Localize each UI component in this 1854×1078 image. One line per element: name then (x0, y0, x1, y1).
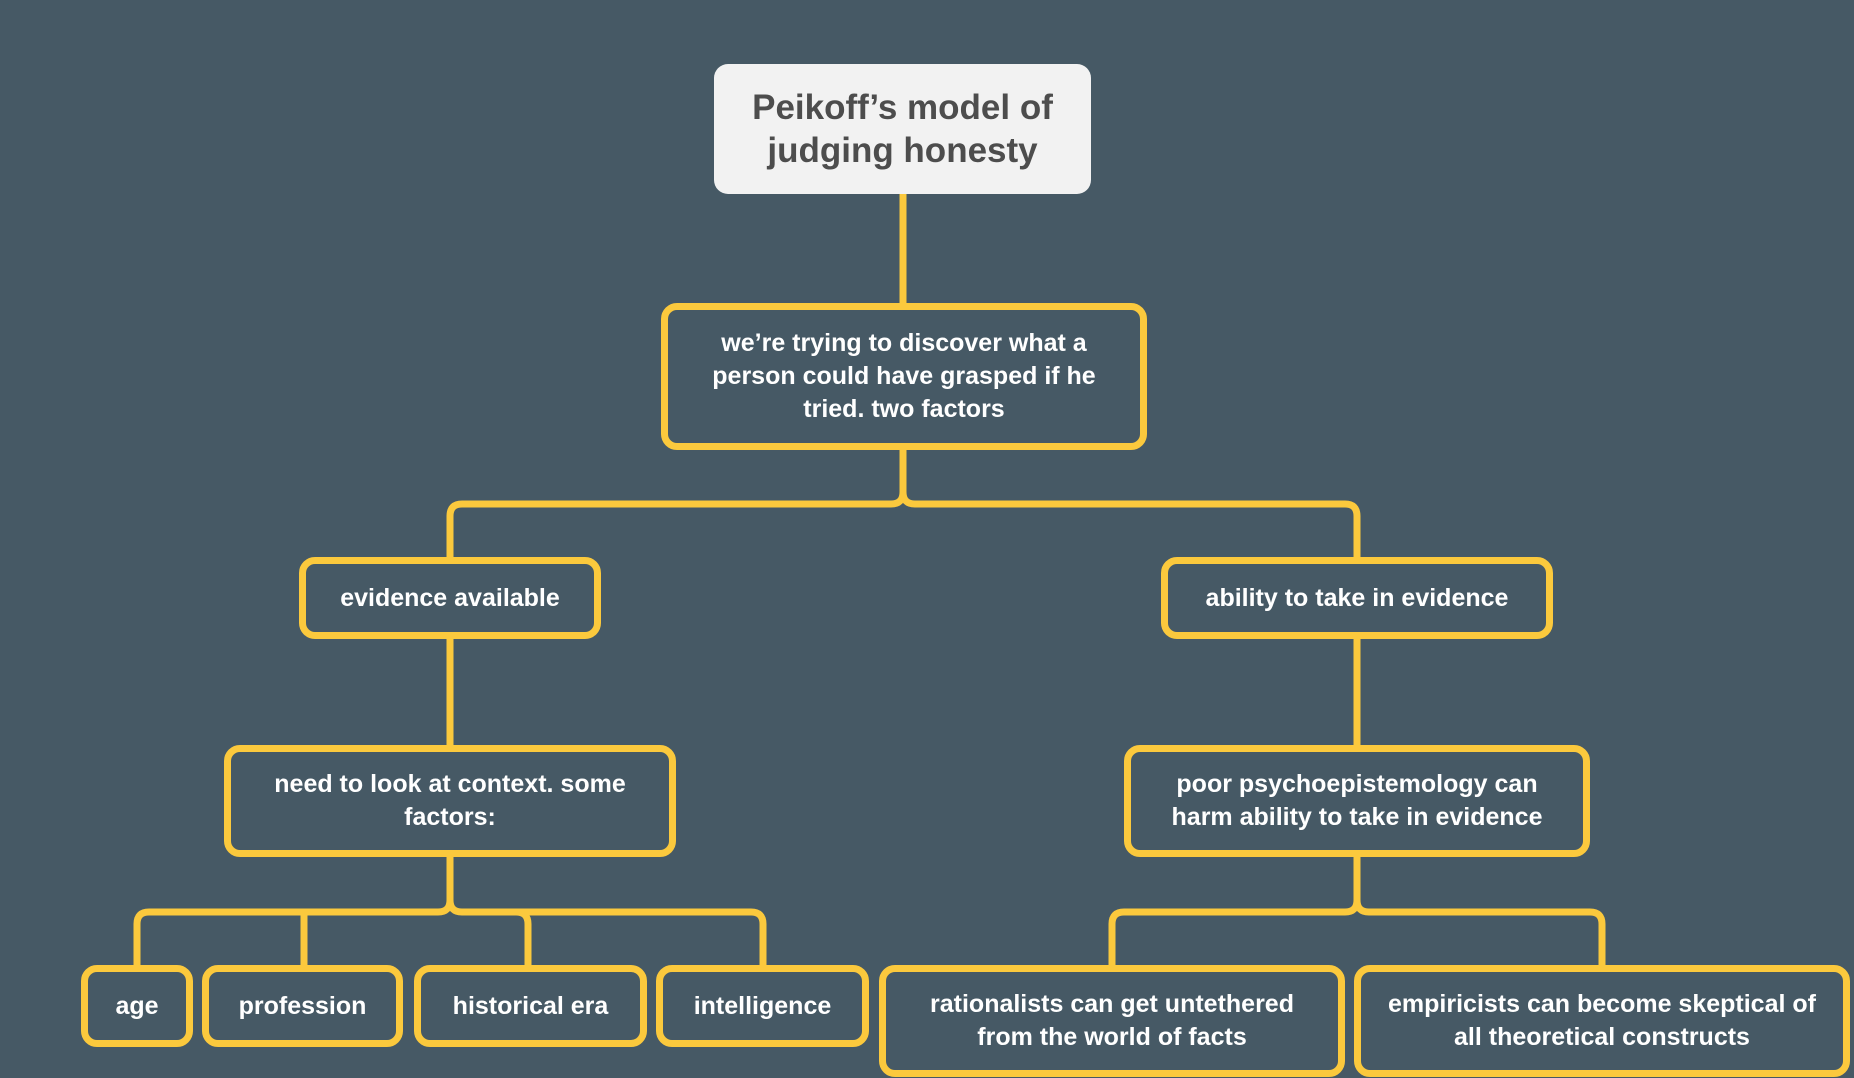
connector-psycho-to-rationalists (1108, 856, 1361, 968)
leaf-rationalists[interactable]: rationalists can get untethered from the… (879, 965, 1345, 1077)
root-topic-label: Peikoff’s model of judging honesty (752, 88, 1053, 170)
leaf-empiricists[interactable]: empiricists can become skeptical of all … (1354, 965, 1850, 1077)
connector-level1-to-right (899, 447, 1361, 560)
connector-context-to-intelligence (516, 908, 767, 968)
topic-ability-evidence-label: ability to take in evidence (1205, 583, 1509, 612)
topic-evidence-available[interactable]: evidence available (299, 557, 601, 639)
leaf-age[interactable]: age (81, 965, 193, 1047)
root-topic[interactable]: Peikoff’s model of judging honesty (714, 64, 1091, 194)
connector-context-to-historical-era (446, 856, 532, 968)
connector-level1-to-left (446, 447, 907, 560)
topic-evidence-available-label: evidence available (340, 583, 560, 612)
leaf-intelligence-label: intelligence (693, 991, 832, 1020)
topic-discover-grasped[interactable]: we’re trying to discover what a person c… (661, 303, 1147, 450)
topic-poor-psychoepistemology[interactable]: poor psychoepistemology can harm ability… (1124, 745, 1590, 857)
topic-discover-grasped-label: we’re trying to discover what a person c… (712, 329, 1096, 423)
leaf-empiricists-label: empiricists can become skeptical of all … (1388, 990, 1816, 1051)
topic-ability-evidence[interactable]: ability to take in evidence (1161, 557, 1553, 639)
leaf-historical-era-label: historical era (452, 991, 609, 1020)
leaf-profession[interactable]: profession (202, 965, 403, 1047)
leaf-rationalists-label: rationalists can get untethered from the… (930, 990, 1294, 1051)
topic-poor-psychoepistemology-label: poor psychoepistemology can harm ability… (1171, 770, 1543, 831)
leaf-historical-era[interactable]: historical era (414, 965, 647, 1047)
connector-psycho-to-empiricists (1353, 856, 1606, 968)
topic-context-factors[interactable]: need to look at context. some factors: (224, 745, 676, 857)
leaf-intelligence[interactable]: intelligence (656, 965, 869, 1047)
topic-context-factors-label: need to look at context. some factors: (274, 770, 626, 831)
leaf-profession-label: profession (238, 991, 367, 1020)
connector-context-to-age (133, 856, 454, 968)
leaf-age-label: age (115, 991, 159, 1020)
